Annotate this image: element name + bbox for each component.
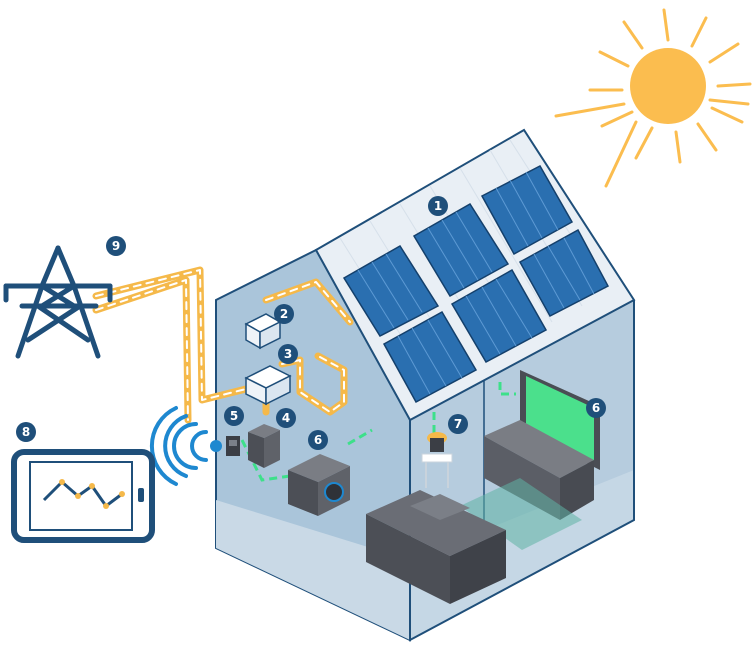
rug [460, 478, 582, 550]
marker-hub: 5 [224, 406, 244, 426]
marker-grid: 9 [106, 236, 126, 256]
marker-label: 8 [22, 425, 30, 439]
marker-label: 7 [454, 417, 462, 431]
sun-icon [554, 8, 752, 188]
marker-label: 4 [282, 411, 290, 425]
marker-label: 6 [592, 401, 600, 415]
marker-solar-panels: 1 [428, 196, 448, 216]
marker-lamp: 7 [448, 414, 468, 434]
marker-tablet: 8 [16, 422, 36, 442]
marker-label: 3 [284, 347, 292, 361]
marker-tv: 6 [586, 398, 606, 418]
meter [244, 365, 292, 406]
power-pylon-icon [3, 245, 113, 359]
solar-panel [382, 310, 478, 404]
inverter [244, 313, 282, 350]
marker-battery: 4 [276, 408, 296, 428]
hub [226, 436, 240, 456]
washing-machine [288, 454, 350, 516]
marker-washer: 6 [308, 430, 328, 450]
solar-panel [342, 244, 440, 337]
side-table-lamp [421, 432, 453, 488]
living-room-floor [410, 470, 634, 640]
tablet-icon [11, 449, 155, 543]
utility-room-floor [216, 500, 410, 640]
wifi-signal-icon [149, 406, 222, 486]
solar-panels [342, 165, 610, 404]
marker-label: 6 [314, 433, 322, 447]
sofa [366, 490, 506, 604]
marker-inverter: 2 [274, 304, 294, 324]
marker-label: 2 [280, 307, 288, 321]
solar-panel [412, 202, 510, 298]
marker-meter: 3 [278, 344, 298, 364]
tv [520, 370, 600, 470]
battery [248, 424, 280, 468]
marker-label: 1 [434, 199, 442, 213]
marker-label: 5 [230, 409, 238, 423]
marker-label: 9 [112, 239, 120, 253]
